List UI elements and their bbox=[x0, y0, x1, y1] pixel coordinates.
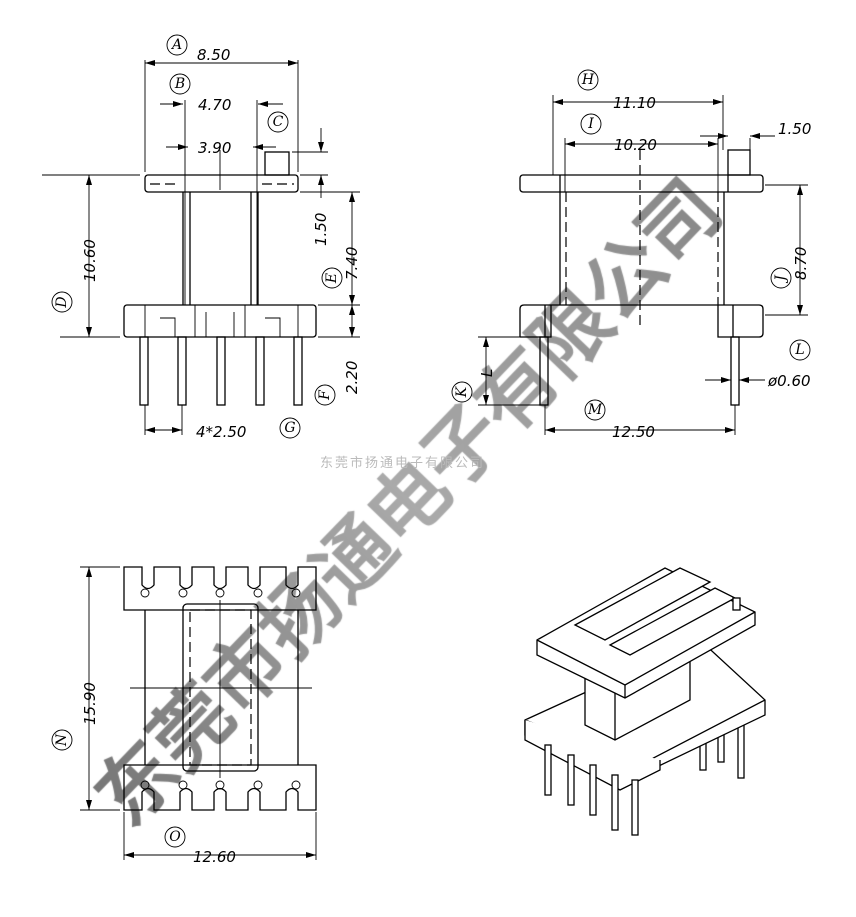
dim-m: 12.50 bbox=[612, 423, 655, 441]
watermark-small: 东莞市扬通电子有限公司 bbox=[320, 455, 485, 471]
label-n: N bbox=[51, 729, 73, 751]
svg-text:B: B bbox=[174, 76, 185, 92]
svg-text:O: O bbox=[169, 829, 181, 845]
svg-text:J: J bbox=[773, 274, 789, 284]
label-i: I bbox=[580, 113, 602, 135]
label-k: K bbox=[451, 381, 473, 403]
label-b: B bbox=[169, 73, 191, 95]
label-l: L bbox=[789, 339, 811, 361]
label-h: H bbox=[577, 69, 599, 91]
svg-text:D: D bbox=[54, 296, 70, 308]
svg-text:I: I bbox=[587, 116, 594, 132]
label-m: M bbox=[584, 399, 606, 421]
dim-i-pin: 1.50 bbox=[778, 120, 811, 138]
dim-b: 4.70 bbox=[198, 96, 231, 114]
dim-o: 12.60 bbox=[193, 848, 236, 866]
label-g: G bbox=[279, 417, 301, 439]
svg-text:C: C bbox=[273, 114, 284, 130]
bottom-view: 15.90 12.60 N O bbox=[51, 566, 317, 866]
label-j: J bbox=[770, 267, 792, 289]
dim-g: 4*2.50 bbox=[196, 423, 246, 441]
side-view: 11.10 10.20 1.50 8.70 L ø0.60 12.50 H I … bbox=[451, 69, 811, 441]
dim-j: 8.70 bbox=[792, 247, 810, 280]
dim-c-inner: 3.90 bbox=[198, 139, 231, 157]
label-e: E bbox=[321, 267, 343, 289]
svg-text:F: F bbox=[317, 389, 333, 401]
isometric-view bbox=[524, 567, 766, 836]
dim-l: ø0.60 bbox=[767, 372, 811, 390]
svg-text:K: K bbox=[454, 385, 470, 398]
front-view: 8.50 4.70 3.90 1.50 10.60 7.40 2.20 4*2.… bbox=[42, 34, 361, 441]
dim-k: L bbox=[478, 369, 496, 377]
label-o: O bbox=[164, 826, 186, 848]
dim-h: 11.10 bbox=[613, 94, 656, 112]
label-a: A bbox=[166, 34, 188, 56]
dim-i: 10.20 bbox=[614, 136, 657, 154]
dim-a: 8.50 bbox=[197, 46, 230, 64]
label-f: F bbox=[314, 384, 336, 406]
dim-f: 2.20 bbox=[343, 361, 361, 394]
svg-text:H: H bbox=[581, 72, 595, 88]
dim-n: 15.90 bbox=[81, 682, 99, 725]
dim-d: 10.60 bbox=[81, 239, 99, 282]
svg-text:M: M bbox=[587, 402, 603, 418]
svg-text:A: A bbox=[170, 37, 182, 53]
label-c: C bbox=[267, 111, 289, 133]
svg-text:L: L bbox=[794, 342, 804, 358]
dim-e: 7.40 bbox=[343, 247, 361, 280]
svg-text:N: N bbox=[54, 733, 70, 747]
dim-c-pin: 1.50 bbox=[312, 213, 330, 246]
pins-front bbox=[139, 336, 303, 406]
svg-text:G: G bbox=[284, 420, 295, 436]
svg-text:E: E bbox=[324, 273, 340, 284]
label-d: D bbox=[51, 291, 73, 313]
